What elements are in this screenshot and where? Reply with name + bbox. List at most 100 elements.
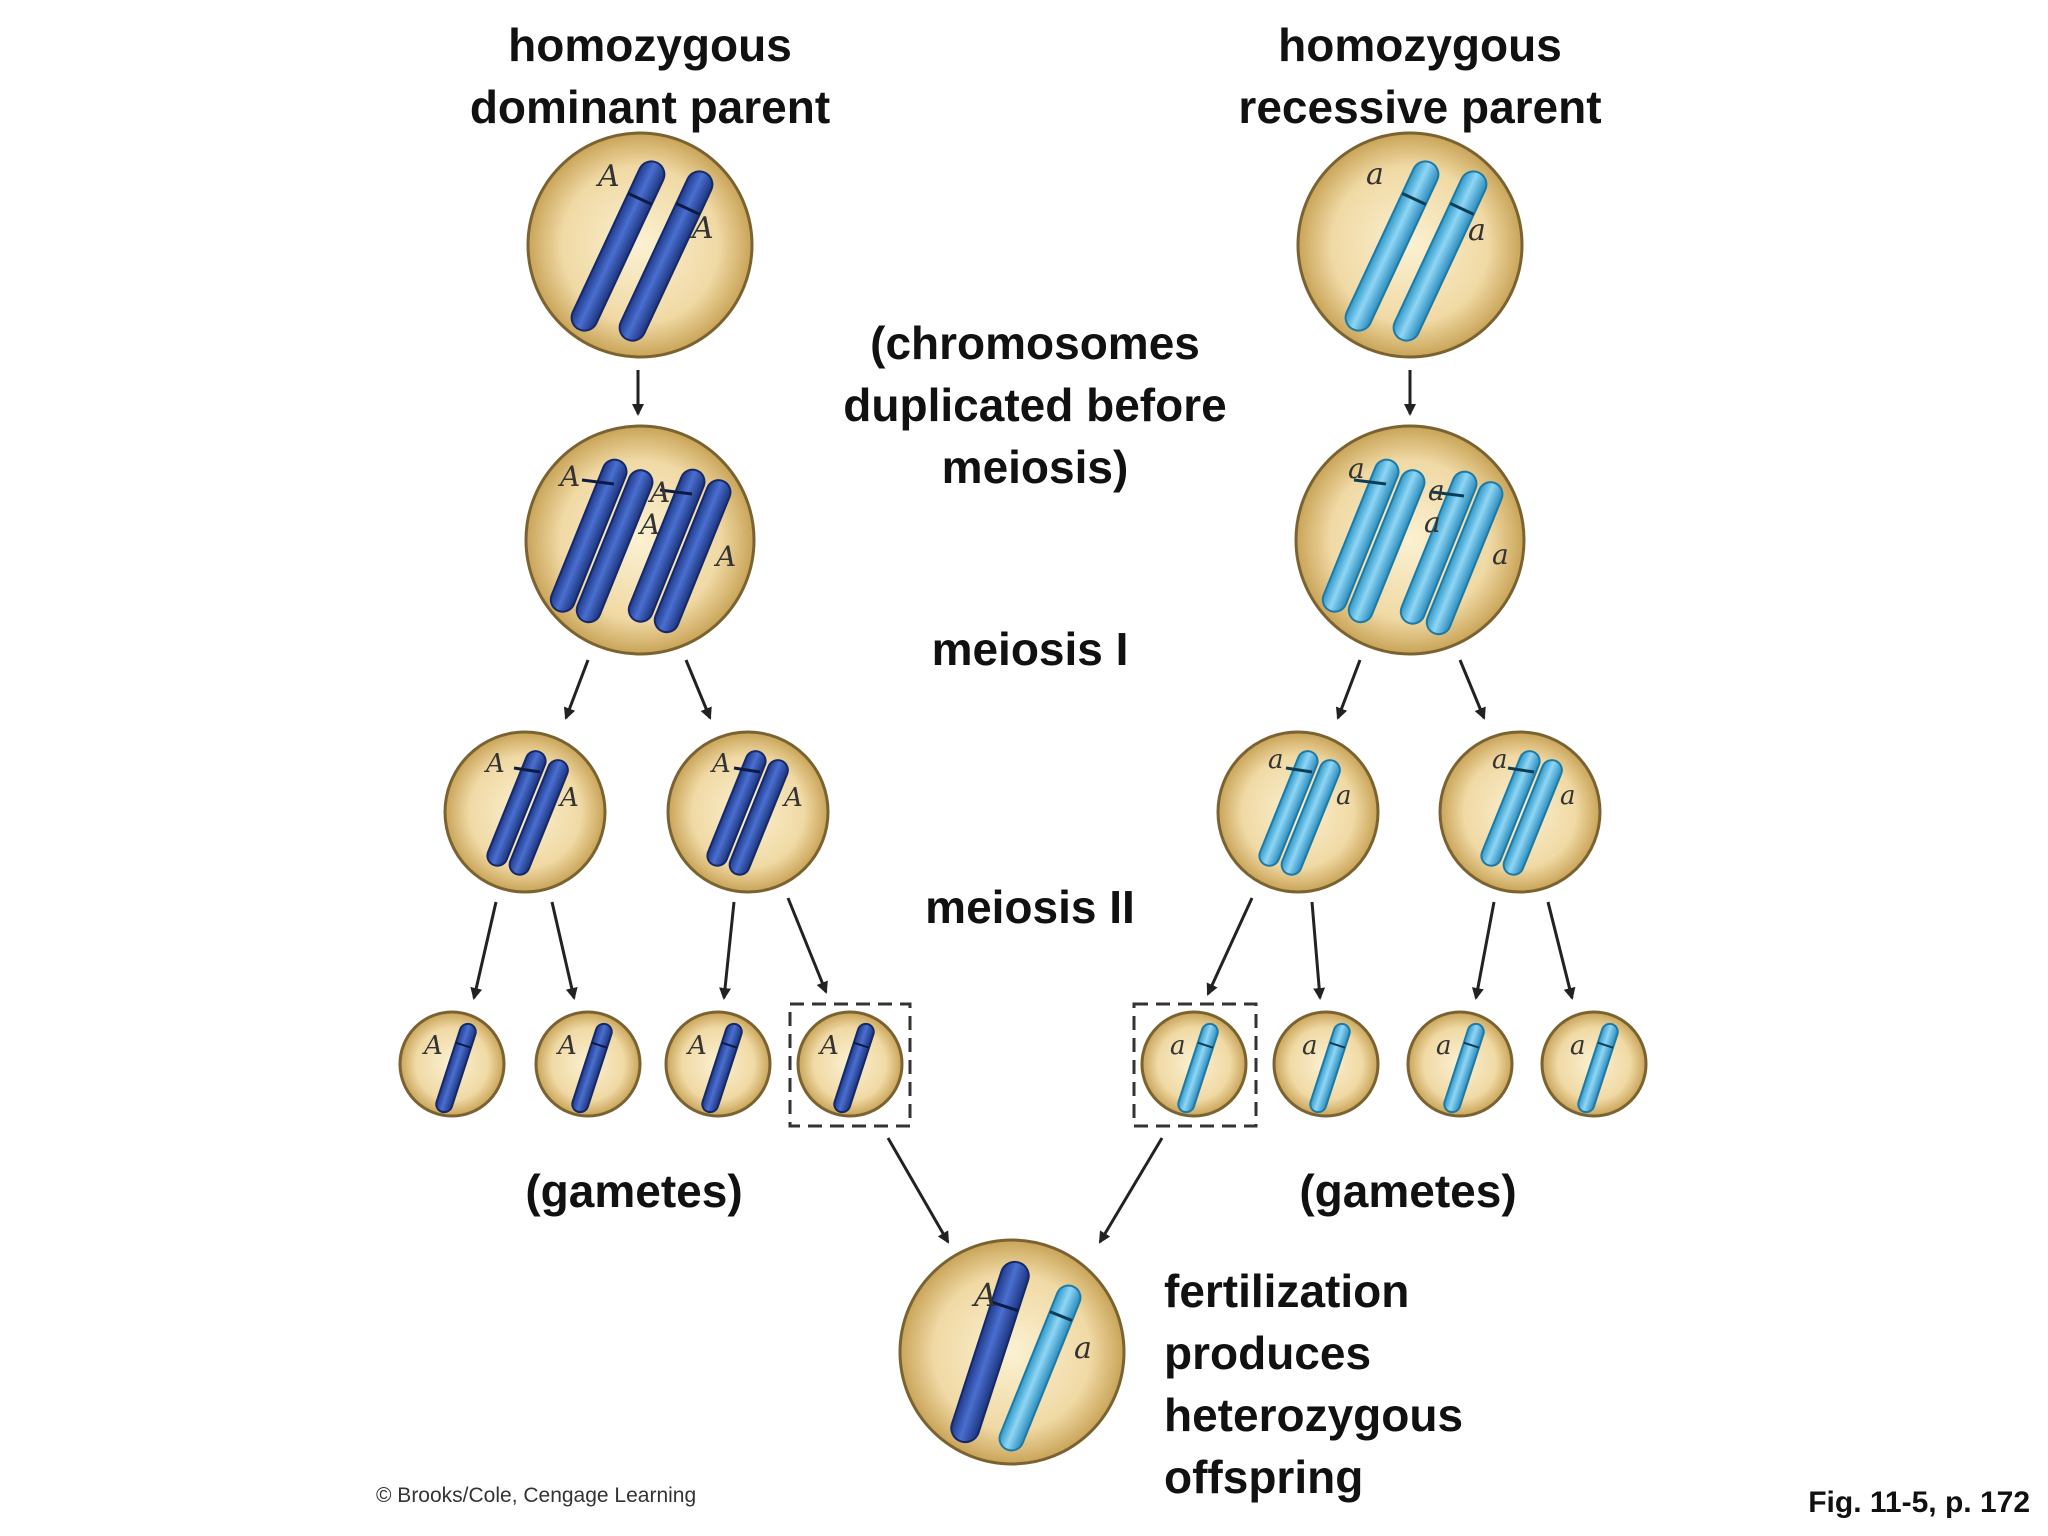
arrow-icon [1206,897,1254,996]
selected-dominant-gamete: A [788,1002,912,1128]
dominant-chromosome-icon [486,750,569,876]
gametes-left-label: (gametes) [525,1165,743,1217]
recessive-parent-cell: a a [1296,131,1524,359]
gametes-right-label: (gametes) [1299,1165,1517,1217]
recessive-duplicated-cell: a a a a [1294,424,1526,656]
allele-label: a [1348,452,1365,485]
allele-label: A [595,159,620,194]
recessive-chromosome-icon [1321,458,1426,624]
dominant-chromosome-icon [571,1022,613,1114]
dominant-chromosome-icon [618,170,714,342]
allele-label: a [1570,1031,1586,1061]
recessive-chromosome-icon [1577,1022,1619,1114]
dominant-chromosome-icon [435,1022,477,1114]
label-line: duplicated before [843,379,1227,431]
allele-label: a [1336,781,1352,811]
meiosis-2-label: meiosis II [925,881,1135,933]
allele-label: a [1492,538,1509,571]
dominant-chromosome-icon [701,1022,743,1114]
selected-recessive-gamete: a [1132,1002,1258,1128]
allele-label: A [818,1031,839,1061]
label-line: homozygous [1278,19,1562,71]
dominant-chromosome-icon [627,468,732,634]
arrow-icon [719,901,736,1000]
allele-label: a [1302,1031,1318,1061]
arrow-icon [1458,659,1486,720]
label-line: recessive parent [1238,81,1602,133]
recessive-chromosome-icon [1480,750,1563,876]
recessive-chromosome-icon [1344,160,1440,332]
allele-label: A [647,476,670,509]
meiosis-1-label: meiosis I [931,623,1129,675]
allele-label: a [1424,506,1441,539]
dominant-chromosome-icon [950,1260,1030,1444]
recessive-gamete: a [1406,1010,1514,1118]
recessive-chromosome-icon [1443,1022,1485,1114]
dominant-gamete: A [664,1010,772,1118]
recessive-chromosome-icon [1177,1022,1219,1114]
label-line: meiosis) [941,441,1129,493]
fertilization-label: fertilization produces heterozygous offs… [1164,1260,1463,1508]
copyright-credit: © Brooks/Cole, Cengage Learning [376,1484,697,1507]
arrow-icon [563,659,590,720]
label-line: (chromosomes [870,317,1200,369]
allele-label: A [686,1031,707,1061]
recessive-chromosome-icon [1309,1022,1351,1114]
label-line: dominant parent [469,81,831,133]
allele-label: A [558,783,579,813]
allele-label: a [1170,1031,1186,1061]
allele-label: A [484,749,505,779]
allele-label: A [689,211,714,246]
label-line: produces [1164,1327,1372,1379]
allele-label: a [1074,1331,1092,1366]
dominant-chromosome-icon [833,1022,875,1114]
dominant-gamete: A [534,1010,642,1118]
arrow-icon [684,659,712,720]
arrow-icon [550,901,578,1000]
arrow-icon [886,1137,950,1244]
dominant-parent-label: homozygous dominant parent [420,14,880,138]
recessive-chromosome-icon [1392,170,1488,342]
allele-label: A [637,508,660,541]
label-line: heterozygous [1164,1389,1464,1441]
recessive-parent-label: homozygous recessive parent [1190,14,1650,138]
figure-reference: Fig. 11-5, p. 172 [1808,1486,2030,1519]
allele-label: a [1428,474,1445,507]
recessive-chromosome-icon [998,1284,1082,1452]
allele-label: a [1492,745,1508,775]
dominant-meiosis1-cell: A A [666,730,830,894]
allele-label: A [971,1276,997,1314]
allele-label: a [1560,781,1576,811]
recessive-chromosome-icon [1399,470,1504,636]
dominant-gamete: A [398,1010,506,1118]
arrow-icon [1310,901,1326,1000]
allele-label: a [1268,745,1284,775]
allele-label: a [1366,157,1384,192]
allele-label: A [422,1031,443,1061]
duplication-note: (chromosomes duplicated before meiosis) [800,312,1270,498]
label-line: homozygous [508,19,792,71]
recessive-meiosis1-cell: a a [1216,730,1380,894]
label-line: fertilization [1164,1265,1410,1317]
dominant-chromosome-icon [570,160,666,332]
arrow-icon [1335,659,1362,720]
arrow-icon [1546,901,1576,1000]
allele-label: A [713,540,736,573]
heterozygous-offspring-cell: A a [898,1238,1126,1466]
recessive-meiosis1-cell: a a [1438,730,1602,894]
arrow-icon [470,901,498,1000]
arrow-icon [786,897,828,994]
recessive-gamete: a [1540,1010,1648,1118]
allele-label: A [556,1031,577,1061]
dominant-chromosome-icon [549,458,654,624]
allele-label: a [1468,213,1486,248]
recessive-gamete: a [1272,1010,1380,1118]
label-line: offspring [1164,1451,1364,1503]
arrow-icon [1471,901,1496,1000]
dashed-box-icon [1132,1002,1258,1128]
allele-label: A [710,749,731,779]
dominant-duplicated-cell: A A A A [524,424,756,656]
dominant-meiosis1-cell: A A [443,730,607,894]
